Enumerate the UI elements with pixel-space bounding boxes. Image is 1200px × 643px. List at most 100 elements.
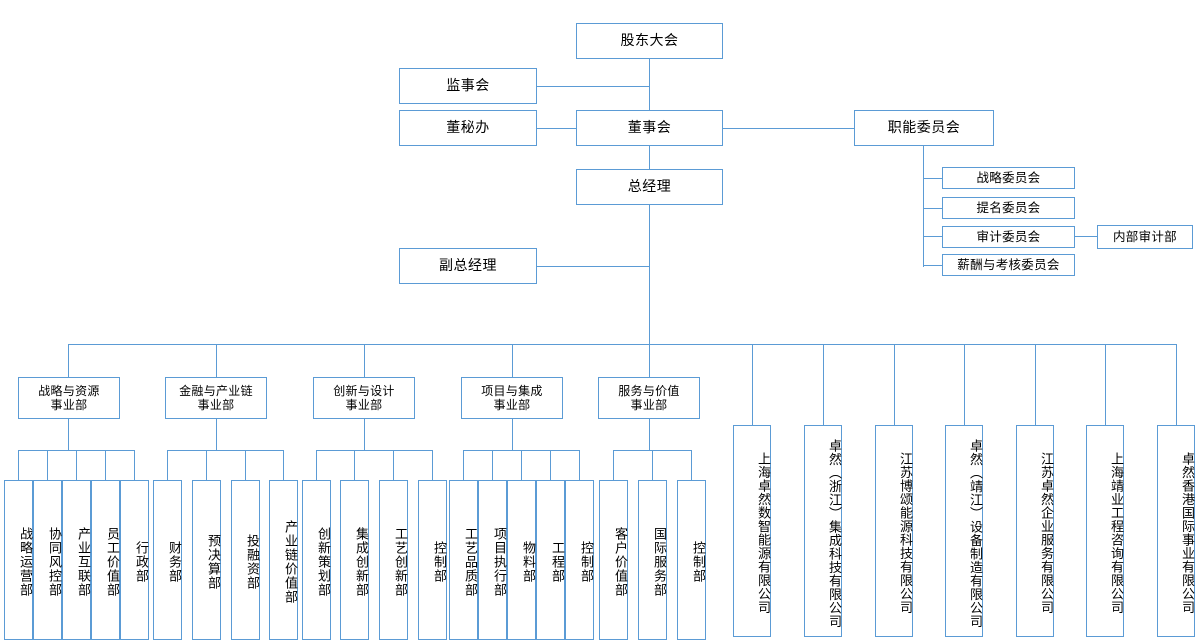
box-department-international-service[interactable]: 国际服务部 [638, 480, 667, 640]
box-general-manager[interactable]: 总经理 [576, 169, 723, 205]
box-subsidiary-zhuoran-hongkong-international[interactable]: 卓然香港国际事业有限公司 [1157, 425, 1195, 637]
connector-bus-drop-subsidiary-4 [1035, 344, 1036, 425]
connector-division-4-stem [649, 419, 650, 450]
division-3-line1: 项目与集成 [481, 383, 543, 398]
connector-division-2-drop-0 [316, 450, 317, 480]
box-committee-strategy[interactable]: 战略委员会 [942, 167, 1075, 189]
connector-division-4-drop-1 [652, 450, 653, 480]
connector-bus-drop-division-4 [649, 344, 650, 377]
box-division-service-value[interactable]: 服务与价值 事业部 [598, 377, 700, 419]
connector-committee-spine [923, 146, 924, 267]
box-department-control-service[interactable]: 控制部 [677, 480, 706, 640]
box-department-control-design[interactable]: 控制部 [418, 480, 447, 640]
box-department-strategy-operations[interactable]: 战略运营部 [4, 480, 33, 640]
box-committee-nomination[interactable]: 提名委员会 [942, 197, 1075, 219]
box-department-investment-financing[interactable]: 投融资部 [231, 480, 260, 640]
box-department-finance[interactable]: 财务部 [153, 480, 182, 640]
box-subsidiary-jiangsu-bosong-energy-tech[interactable]: 江苏博颂能源科技有限公司 [875, 425, 913, 637]
connector-bus-drop-division-3 [512, 344, 513, 377]
connector-division-0-stem [68, 419, 69, 450]
box-division-project-integration[interactable]: 项目与集成 事业部 [461, 377, 563, 419]
box-subsidiary-zhuoran-jingjiang-equipment-manufacturing[interactable]: 卓然（靖江）设备制造有限公司 [945, 425, 983, 637]
connector-division-1-bus [167, 450, 283, 451]
connector-division-4-drop-0 [613, 450, 614, 480]
box-deputy-general-manager[interactable]: 副总经理 [399, 248, 537, 284]
box-department-engineering[interactable]: 工程部 [536, 480, 565, 640]
box-department-process-quality[interactable]: 工艺品质部 [449, 480, 478, 640]
connector-division-3-drop-2 [521, 450, 522, 480]
box-department-innovation-planning[interactable]: 创新策划部 [302, 480, 331, 640]
connector-bus-drop-division-1 [216, 344, 217, 377]
box-department-control-project[interactable]: 控制部 [565, 480, 594, 640]
division-3-line2: 事业部 [493, 398, 531, 412]
division-0-line1: 战略与资源 [38, 383, 100, 398]
box-department-budget-settlement[interactable]: 预决算部 [192, 480, 221, 640]
connector-division-0-drop-3 [105, 450, 106, 480]
box-functional-committees[interactable]: 职能委员会 [854, 110, 994, 146]
division-0-line2: 事业部 [50, 398, 88, 412]
division-4-line1: 服务与价值 [618, 383, 680, 398]
connector-division-1-drop-2 [245, 450, 246, 480]
connector-bus-drop-subsidiary-6 [1176, 344, 1177, 425]
connector-bus-drop-subsidiary-2 [894, 344, 895, 425]
division-4-line2: 事业部 [630, 398, 668, 412]
division-2-line1: 创新与设计 [333, 383, 395, 398]
box-subsidiary-zhuoran-zhejiang-integration-tech[interactable]: 卓然（浙江）集成科技有限公司 [804, 425, 842, 637]
box-department-materials[interactable]: 物料部 [507, 480, 536, 640]
connector-division-2-drop-3 [432, 450, 433, 480]
connector-bus-drop-subsidiary-0 [752, 344, 753, 425]
connector-division-3-drop-3 [550, 450, 551, 480]
connector-division-0-drop-1 [47, 450, 48, 480]
connector-division-2-drop-2 [393, 450, 394, 480]
connector-board-secretary [536, 128, 576, 129]
connector-division-0-drop-0 [18, 450, 19, 480]
box-subsidiary-jiangsu-zhuoran-enterprise-service[interactable]: 江苏卓然企业服务有限公司 [1016, 425, 1054, 637]
box-subsidiary-shanghai-zhuoran-digital-energy[interactable]: 上海卓然数智能源有限公司 [733, 425, 771, 637]
box-committee-audit[interactable]: 审计委员会 [942, 226, 1075, 248]
box-department-industry-chain-value[interactable]: 产业链价值部 [269, 480, 298, 640]
box-department-integrated-innovation[interactable]: 集成创新部 [340, 480, 369, 640]
connector-bus-drop-subsidiary-1 [823, 344, 824, 425]
box-department-employee-value[interactable]: 员工价值部 [91, 480, 120, 640]
connector-division-0-drop-4 [134, 450, 135, 480]
box-department-industrial-internet[interactable]: 产业互联部 [62, 480, 91, 640]
box-department-customer-value[interactable]: 客户价值部 [599, 480, 628, 640]
box-division-finance-industry-chain[interactable]: 金融与产业链 事业部 [165, 377, 267, 419]
box-division-innovation-design[interactable]: 创新与设计 事业部 [313, 377, 415, 419]
connector-committee-stub-0 [923, 178, 942, 179]
connector-division-3-drop-1 [492, 450, 493, 480]
connector-division-2-bus [316, 450, 432, 451]
box-department-collaborative-risk-control[interactable]: 协同风控部 [33, 480, 62, 640]
connector-bus-drop-division-0 [68, 344, 69, 377]
box-department-administration[interactable]: 行政部 [120, 480, 149, 640]
box-department-project-execution[interactable]: 项目执行部 [478, 480, 507, 640]
connector-division-1-drop-0 [167, 450, 168, 480]
box-division-strategy-resources[interactable]: 战略与资源 事业部 [18, 377, 120, 419]
box-internal-audit-department[interactable]: 内部审计部 [1097, 225, 1193, 249]
box-committee-compensation[interactable]: 薪酬与考核委员会 [942, 254, 1075, 276]
connector-division-2-stem [364, 419, 365, 450]
connector-division-3-stem [512, 419, 513, 450]
connector-bus-drop-subsidiary-3 [964, 344, 965, 425]
connector-bus-drop-subsidiary-5 [1105, 344, 1106, 425]
connector-division-1-stem [216, 419, 217, 450]
box-board-of-directors[interactable]: 董事会 [576, 110, 723, 146]
box-subsidiary-shanghai-jingye-engineering-consulting[interactable]: 上海靖业工程咨询有限公司 [1086, 425, 1124, 637]
connector-division-3-drop-0 [463, 450, 464, 480]
connector-committee-stub-3 [923, 265, 942, 266]
box-supervisory-board[interactable]: 监事会 [399, 68, 537, 104]
box-shareholders-meeting[interactable]: 股东大会 [576, 23, 723, 59]
division-1-line2: 事业部 [197, 398, 235, 412]
connector-division-bus [68, 344, 1176, 345]
connector-division-3-drop-4 [579, 450, 580, 480]
division-1-line1: 金融与产业链 [179, 383, 253, 398]
connector-audit-to-internal-audit [1075, 236, 1097, 237]
division-2-line2: 事业部 [345, 398, 383, 412]
connector-division-4-drop-2 [691, 450, 692, 480]
box-board-secretary-office[interactable]: 董秘办 [399, 110, 537, 146]
connector-deputy-gm [536, 266, 649, 267]
box-department-process-innovation[interactable]: 工艺创新部 [379, 480, 408, 640]
connector-board-to-committees [723, 128, 854, 129]
connector-supervisory-board [536, 86, 649, 87]
